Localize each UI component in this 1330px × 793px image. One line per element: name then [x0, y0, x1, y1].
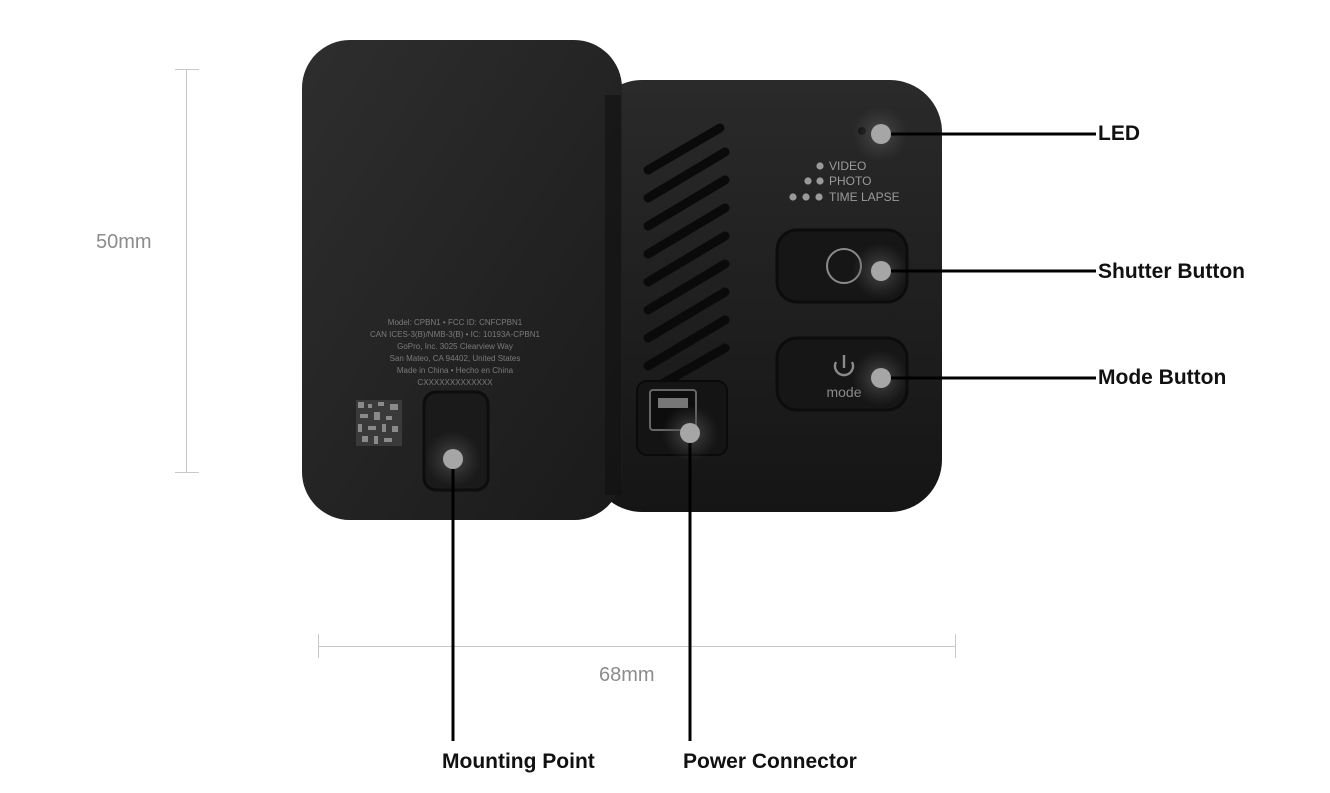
width-dimension-line: [318, 646, 956, 647]
regulatory-line: CAN ICES-3(B)/NMB-3(B) • IC: 10193A-CPBN…: [370, 330, 541, 339]
callout-markers: [443, 124, 891, 469]
regulatory-line: CXXXXXXXXXXXXX: [417, 378, 493, 387]
width-dimension-tick-right: [955, 634, 956, 658]
mode-label-time-lapse: TIME LAPSE: [829, 190, 900, 204]
data-matrix-code: [356, 400, 402, 446]
leader-lines: [451, 132, 1096, 741]
regulatory-line: Model: CPBN1 • FCC ID: CNFCPBN1: [388, 318, 523, 327]
shutter-button-label: Shutter Button: [1098, 260, 1245, 283]
height-dimension-tick-bottom: [175, 472, 199, 473]
regulatory-line: San Mateo, CA 94402, United States: [390, 354, 521, 363]
mode-marker: [871, 368, 891, 388]
panel-seam: [605, 95, 621, 495]
mounting-point-label: Mounting Point: [442, 750, 595, 773]
height-dimension-tick-top: [175, 69, 199, 70]
vent-slots: [643, 123, 730, 390]
mode-label-photo: PHOTO: [829, 174, 871, 188]
power-connector-pins: [658, 398, 688, 408]
mode-indicator-dots: [789, 162, 824, 201]
regulatory-line: GoPro, Inc. 3025 Clearview Way: [397, 342, 513, 351]
shutter-marker: [871, 261, 891, 281]
regulatory-text: Model: CPBN1 • FCC ID: CNFCPBN1 CAN ICES…: [370, 318, 541, 387]
power-marker: [680, 423, 700, 443]
regulatory-line: Made in China • Hecho en China: [397, 366, 514, 375]
mode-button-label: Mode Button: [1098, 366, 1227, 389]
mode-label-video: VIDEO: [829, 159, 866, 173]
led-label: LED: [1098, 122, 1140, 145]
mounting-marker: [443, 449, 463, 469]
power-connector-label: Power Connector: [683, 750, 857, 773]
height-dimension-line: [186, 69, 187, 473]
width-dimension-label: 68mm: [599, 664, 655, 686]
mode-button-text: mode: [826, 384, 861, 400]
width-dimension-tick-left: [318, 634, 319, 658]
power-icon: [833, 361, 855, 377]
height-dimension-label: 50mm: [96, 231, 152, 253]
led-marker: [871, 124, 891, 144]
